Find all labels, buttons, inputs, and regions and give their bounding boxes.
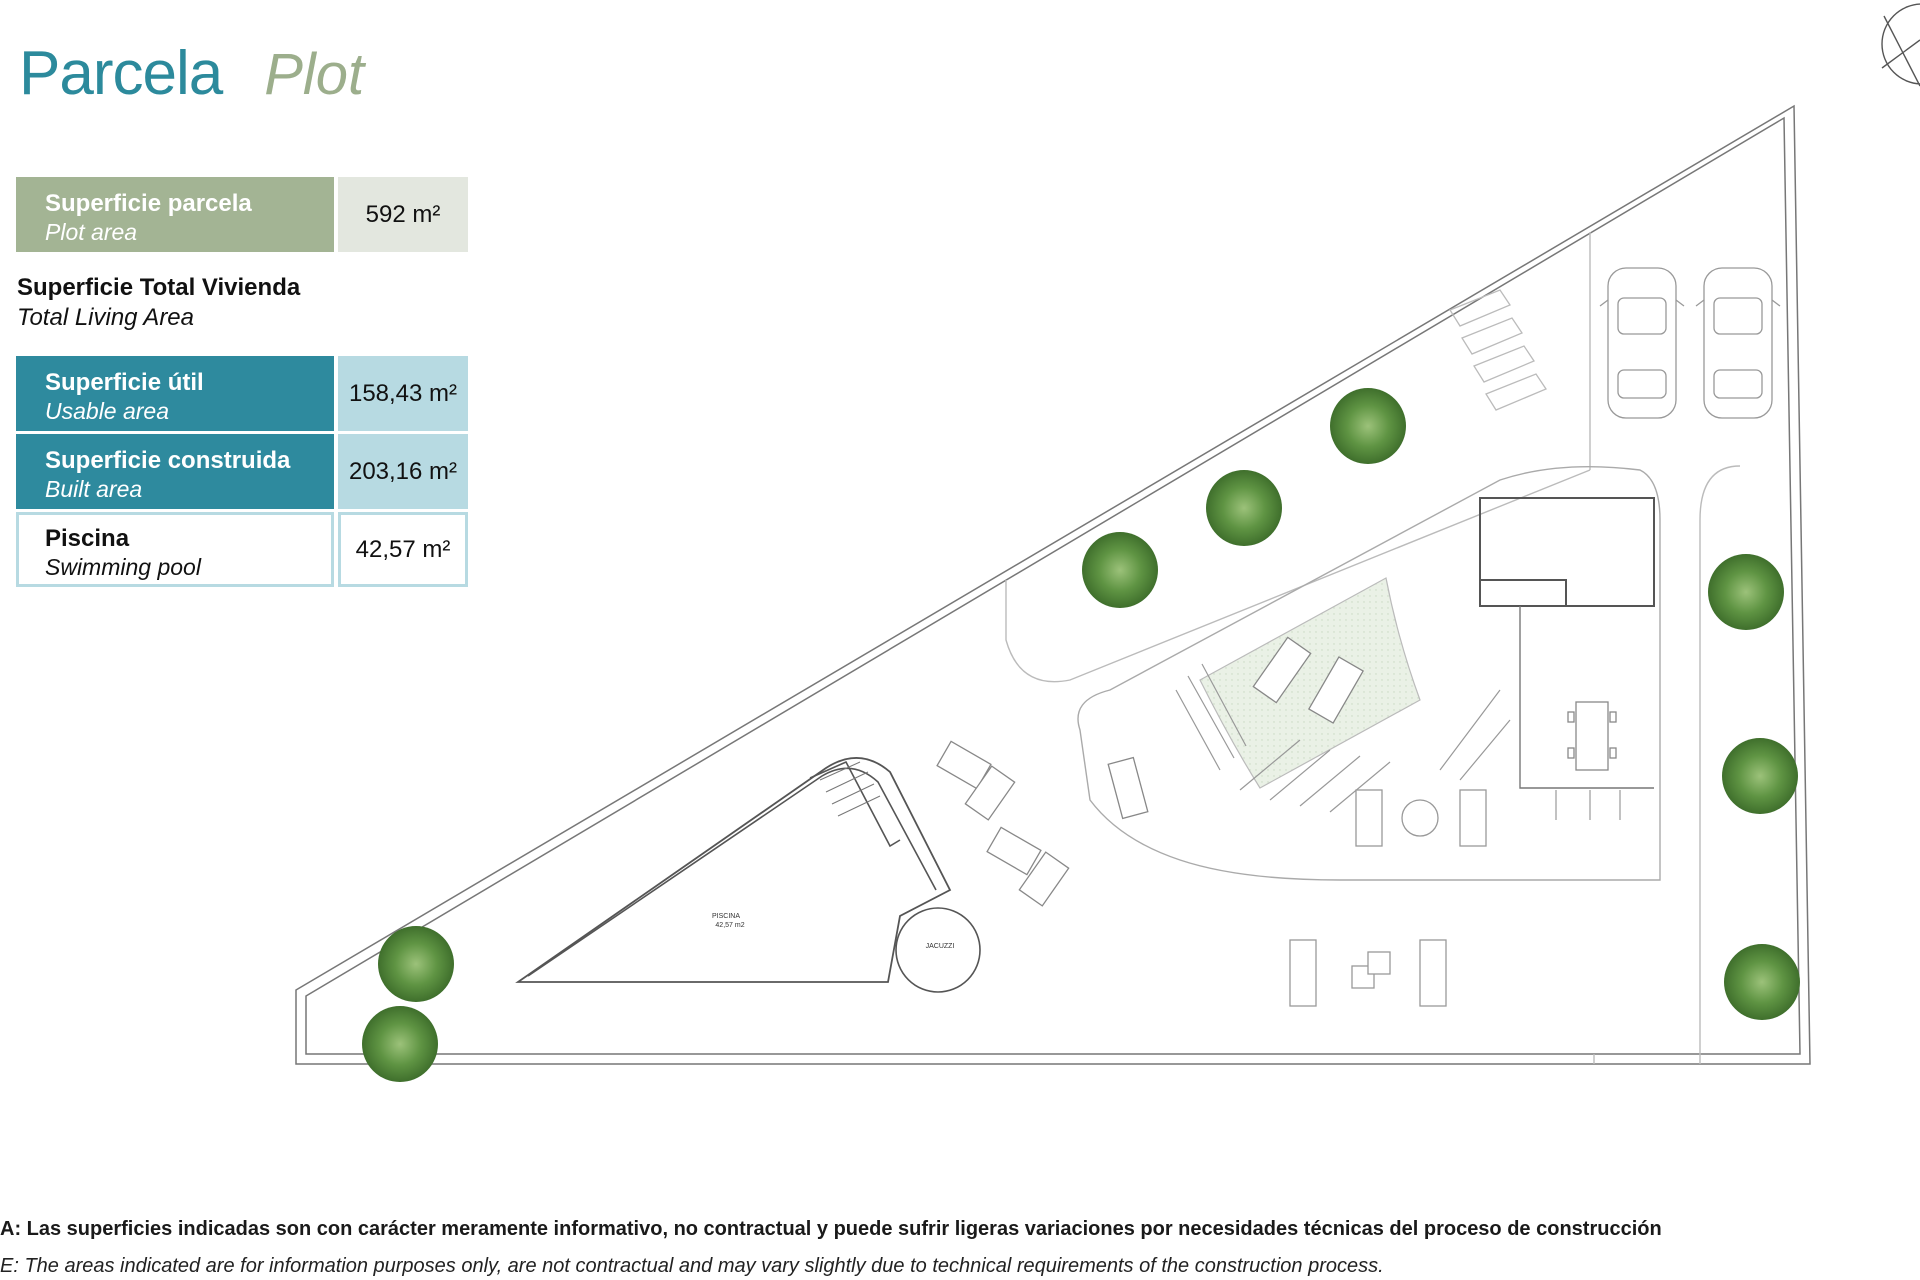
plot-area-label-en: Plot area [45, 219, 138, 245]
built-area-label: Superficie construida Built area [16, 434, 334, 509]
jacuzzi-outline [895, 907, 981, 993]
pool-steps [819, 761, 881, 817]
jacuzzi-label: JACUZZI [926, 943, 955, 950]
lawn-area [1199, 577, 1421, 789]
built-area-value: 203,16 m² [338, 434, 468, 509]
total-living-es: Superficie Total Vivienda [17, 274, 301, 301]
pool-area-value: 42,57 m² [338, 512, 468, 587]
total-living-en: Total Living Area [17, 304, 194, 331]
parking-lines [1449, 289, 1547, 411]
title-spanish: Parcela [19, 39, 223, 108]
car-icon [1695, 267, 1781, 419]
patio-table-icon [1355, 789, 1487, 847]
pool-area-label: Piscina Swimming pool [16, 512, 334, 587]
usable-area-label-en: Usable area [45, 398, 170, 424]
total-living-heading: Superficie Total Vivienda Total Living A… [17, 273, 300, 333]
disclaimer-spanish: A: Las superficies indicadas son con car… [0, 1218, 1662, 1240]
house-outline [1077, 465, 1661, 881]
tree-icon [362, 388, 1800, 1082]
usable-area-label: Superficie útil Usable area [16, 356, 334, 431]
sun-lounger-icon [936, 636, 1365, 907]
north-arrow-icon [1881, 3, 1920, 87]
built-area-label-en: Built area [45, 476, 143, 502]
usable-area-value: 158,43 m² [338, 356, 468, 431]
plot-boundary [295, 104, 1811, 1065]
pool-area-label: 42,57 m2 [715, 922, 744, 929]
disclaimer-english: E: The areas indicated are for informati… [0, 1255, 1384, 1277]
plot-area-label-es: Superficie parcela [45, 190, 252, 217]
built-area-label-es: Superficie construida [45, 447, 291, 474]
terrace-steps [1175, 663, 1621, 820]
plot-area-label: Superficie parcela Plot area [16, 177, 334, 252]
dining-table-icon [1567, 701, 1617, 771]
page-title: Parcela Plot [19, 38, 364, 109]
plot-area-value: 592 m² [338, 177, 468, 252]
pool-label: PISCINA [712, 913, 740, 920]
pool-outline [515, 757, 952, 983]
driveway-outline [1005, 232, 1741, 1064]
pool-area-label-en: Swimming pool [45, 554, 201, 580]
garden-bench-icon [1289, 939, 1447, 1007]
pool-area-label-es: Piscina [45, 525, 130, 552]
title-english: Plot [264, 42, 365, 107]
car-icon [1599, 267, 1685, 419]
usable-area-label-es: Superficie útil [45, 369, 204, 396]
